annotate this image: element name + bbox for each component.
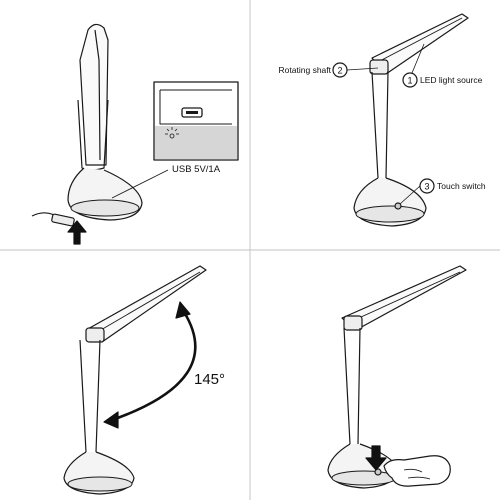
plug-in-arrow [67,220,87,245]
callout-circle-3 [419,178,435,194]
callout-label-3: Touch switch [437,181,486,191]
rotating-shaft [369,59,389,75]
panel-usb-charging [31,23,239,245]
press-arrow [365,445,387,471]
callout-number-2: 2 [337,66,342,76]
callout-number-3: 3 [424,182,429,192]
callout-circle-2 [332,62,348,78]
rotating-shaft [85,327,105,343]
touch-switch [374,468,382,476]
touch-switch [394,202,402,210]
usb-port-label: USB 5V/1A [172,164,221,175]
arc-arrowhead-top [175,301,191,319]
hand-icon [383,455,451,487]
callout-label-2: Rotating shaft [279,65,332,75]
folded-lamp-head [79,23,109,166]
panel-touch [327,265,467,489]
rotation-angle-label: 145° [194,371,225,388]
rotation-arc [111,311,197,422]
charge-indicator-icon [165,127,179,139]
lamp-column [79,339,101,453]
lamp-column [343,327,361,445]
callout-number-1: 1 [407,76,412,86]
arc-arrowhead-bottom [103,411,119,429]
lamp-column [371,71,389,179]
panel-parts [332,13,469,227]
rotating-shaft [343,315,363,331]
callout-circle-1 [402,72,418,88]
panel-rotation [63,265,207,495]
callout-label-1: LED light source [420,75,483,85]
usb-plug [51,213,75,227]
